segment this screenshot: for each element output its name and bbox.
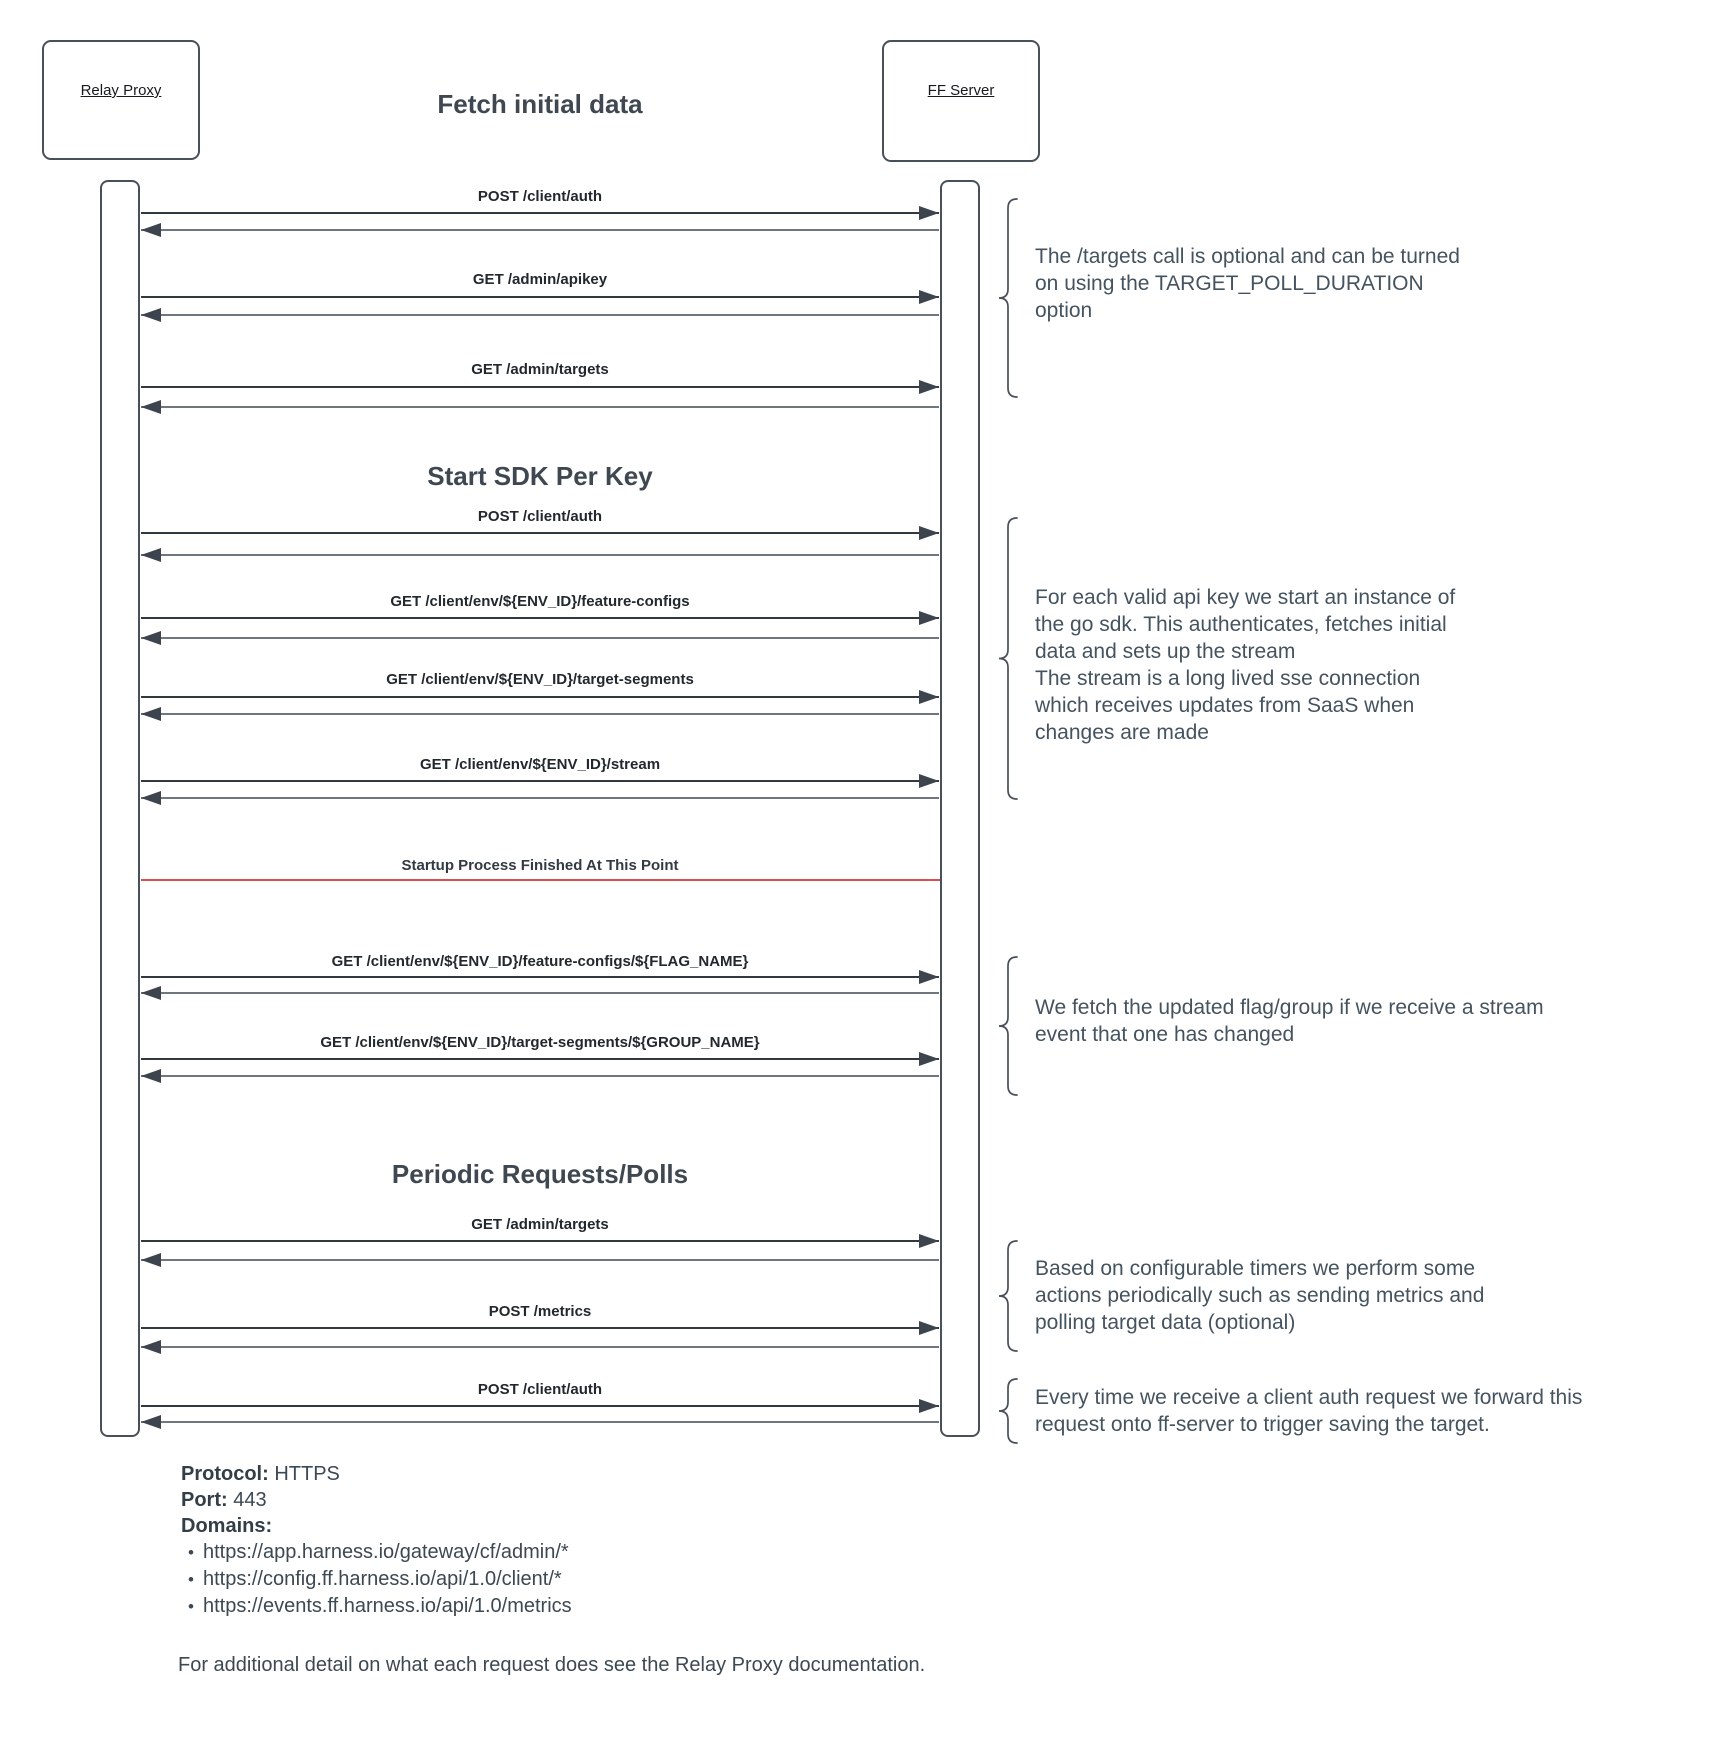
section-title-fetch-initial-data: Fetch initial data	[437, 89, 643, 119]
protocol-line: Protocol: HTTPS	[181, 1461, 572, 1487]
arrowhead-left-icon	[141, 791, 161, 805]
annotation-client-auth-forward: Every time we receive a client auth requ…	[1035, 1386, 1583, 1436]
message-label: POST /client/auth	[477, 188, 603, 205]
message-label: GET /client/env/${ENV_ID}/stream	[419, 756, 661, 773]
request-arrow	[141, 380, 939, 394]
brace-icon	[998, 1240, 1018, 1352]
milestone-red-line	[141, 879, 940, 881]
arrowhead-left-icon	[141, 1253, 161, 1267]
response-arrow	[141, 707, 939, 721]
message-label: POST /client/auth	[477, 508, 603, 525]
request-arrow	[141, 1399, 939, 1413]
arrowhead-right-icon	[919, 290, 939, 304]
response-arrow	[141, 1069, 939, 1083]
response-arrow	[141, 1415, 939, 1429]
response-arrow	[141, 631, 939, 645]
actor-relay-proxy-label: Relay Proxy	[80, 82, 162, 99]
lifeline-relay-proxy	[100, 180, 140, 1437]
message-label: GET /client/env/${ENV_ID}/feature-config…	[390, 593, 690, 610]
section-title-periodic-requests-polls: Periodic Requests/Polls	[391, 1159, 689, 1189]
arrowhead-left-icon	[141, 308, 161, 322]
arrowhead-left-icon	[141, 631, 161, 645]
annotation-fetch-updated-flag: We fetch the updated flag/group if we re…	[1035, 996, 1544, 1046]
response-arrow	[141, 986, 939, 1000]
brace-icon	[998, 1378, 1018, 1444]
domain-url: https://config.ff.harness.io/api/1.0/cli…	[202, 1568, 562, 1590]
message-label: GET /admin/targets	[471, 1216, 609, 1233]
response-arrow	[141, 400, 939, 414]
arrowhead-right-icon	[919, 611, 939, 625]
domain-item: • https://app.harness.io/gateway/cf/admin…	[181, 1539, 572, 1566]
arrowhead-right-icon	[919, 1234, 939, 1248]
response-arrow	[141, 1340, 939, 1354]
milestone-label: Startup Process Finished At This Point	[401, 857, 679, 874]
bullet-icon: •	[188, 1570, 194, 1589]
actor-ff-server-label: FF Server	[927, 82, 995, 99]
arrowhead-right-icon	[919, 1399, 939, 1413]
request-arrow	[141, 774, 939, 788]
response-arrow	[141, 548, 939, 562]
arrowhead-right-icon	[919, 774, 939, 788]
domain-url: https://events.ff.harness.io/api/1.0/met…	[202, 1595, 572, 1617]
response-arrow	[141, 223, 939, 237]
message-label: GET /client/env/${ENV_ID}/target-segment…	[320, 1034, 760, 1051]
domain-url: https://app.harness.io/gateway/cf/admin/…	[202, 1541, 569, 1563]
annotation-periodic-timers: Based on configurable timers we perform …	[1035, 1257, 1485, 1334]
arrowhead-left-icon	[141, 548, 161, 562]
request-arrow	[141, 526, 939, 540]
arrowhead-right-icon	[919, 526, 939, 540]
response-arrow	[141, 1253, 939, 1267]
request-arrow	[141, 611, 939, 625]
brace-icon	[998, 517, 1018, 800]
annotation-sdk-per-key: For each valid api key we start an insta…	[1035, 586, 1456, 744]
bullet-icon: •	[188, 1597, 194, 1616]
message-label: GET /admin/targets	[471, 361, 609, 378]
arrowhead-left-icon	[141, 400, 161, 414]
request-arrow	[141, 290, 939, 304]
documentation-note: For additional detail on what each reque…	[178, 1654, 926, 1676]
response-arrow	[141, 308, 939, 322]
port-value: 443	[233, 1489, 267, 1511]
request-arrow	[141, 970, 939, 984]
message-label: GET /client/env/${ENV_ID}/target-segment…	[386, 671, 694, 688]
actor-ff-server: FF Server	[882, 40, 1040, 162]
actor-relay-proxy: Relay Proxy	[42, 40, 200, 160]
domain-item: • https://config.ff.harness.io/api/1.0/cl…	[181, 1566, 572, 1593]
message-label: POST /metrics	[488, 1303, 592, 1320]
port-label: Port:	[181, 1489, 228, 1511]
arrowhead-right-icon	[919, 970, 939, 984]
annotation-targets-optional: The /targets call is optional and can be…	[1035, 245, 1460, 322]
section-title-start-sdk-per-key: Start SDK Per Key	[427, 461, 653, 491]
port-line: Port: 443	[181, 1487, 572, 1513]
bullet-icon: •	[188, 1543, 194, 1562]
arrowhead-right-icon	[919, 1321, 939, 1335]
brace-icon	[998, 956, 1018, 1096]
arrowhead-left-icon	[141, 986, 161, 1000]
message-label: GET /admin/apikey	[472, 271, 608, 288]
connection-info: Protocol: HTTPS Port: 443 Domains: • http…	[181, 1461, 572, 1620]
request-arrow	[141, 206, 939, 220]
arrowhead-right-icon	[919, 1052, 939, 1066]
protocol-value: HTTPS	[274, 1463, 340, 1485]
response-arrow	[141, 791, 939, 805]
arrowhead-right-icon	[919, 380, 939, 394]
brace-icon	[998, 198, 1018, 398]
message-label: POST /client/auth	[477, 1381, 603, 1398]
domain-item: • https://events.ff.harness.io/api/1.0/me…	[181, 1593, 572, 1620]
arrowhead-left-icon	[141, 1069, 161, 1083]
arrowhead-left-icon	[141, 223, 161, 237]
arrowhead-left-icon	[141, 1415, 161, 1429]
request-arrow	[141, 1052, 939, 1066]
request-arrow	[141, 1234, 939, 1248]
arrowhead-left-icon	[141, 707, 161, 721]
request-arrow	[141, 690, 939, 704]
protocol-label: Protocol:	[181, 1463, 269, 1485]
arrowhead-left-icon	[141, 1340, 161, 1354]
arrowhead-right-icon	[919, 206, 939, 220]
domains-heading: Domains:	[181, 1515, 273, 1537]
lifeline-ff-server	[940, 180, 980, 1437]
request-arrow	[141, 1321, 939, 1335]
message-label: GET /client/env/${ENV_ID}/feature-config…	[331, 953, 749, 970]
arrowhead-right-icon	[919, 690, 939, 704]
